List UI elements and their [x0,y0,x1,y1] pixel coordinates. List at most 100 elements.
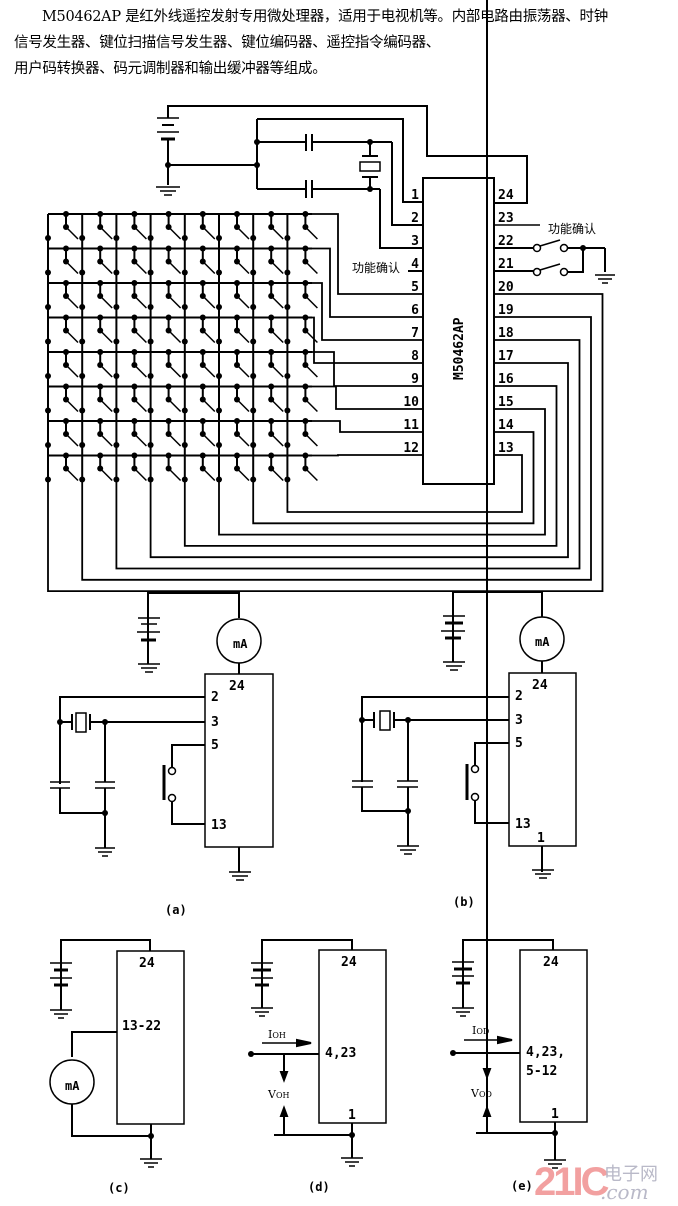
caption-b: (b) [453,895,475,909]
pin-label-e-24: 24 [543,955,559,970]
meter-label-b: mA [535,635,550,649]
key-switch-icon [79,211,113,241]
key-switch-icon [79,383,113,414]
pin-label-23: 23 [498,211,514,226]
key-switch-icon [45,211,79,241]
pin-label-24: 24 [498,188,514,203]
pin-label-1: 1 [411,188,419,203]
test-circuit-b [352,591,577,879]
key-matrix [45,211,318,483]
pin-label-9: 9 [411,372,419,387]
key-switch-icon [147,314,182,345]
pin-label-c-24: 24 [139,956,155,971]
test-circuit-d [248,939,387,1167]
row-to-pin-wire [312,247,423,318]
key-switch-icon [181,211,216,241]
pin-label-16: 16 [498,372,514,387]
crystal-icon [359,142,381,189]
row-to-pin-wire [312,213,423,295]
pin-label-d-4-23: 4,23 [325,1046,356,1061]
row-to-pin-wire [312,385,423,410]
key-switch-icon [250,383,284,414]
key-switch-icon [147,418,182,448]
key-switch-icon [79,349,113,379]
pin-label-a-3: 3 [211,715,219,730]
key-switch-icon [147,280,182,310]
row-to-pin-wire [312,316,423,364]
pin-to-column-wire [47,293,604,592]
pin-label-17: 17 [498,349,514,364]
caption-c: (c) [108,1181,130,1195]
pin-to-column-wire [252,431,535,525]
function-confirm-label-left: 功能确认 [352,261,400,275]
pin-label-15: 15 [498,395,514,410]
key-switch-icon [216,245,250,276]
key-switch-icon [284,245,318,276]
key-switch-icon [181,314,216,345]
pin-label-6: 6 [411,303,419,318]
key-switch-icon [216,314,250,345]
key-switch-icon [216,383,250,414]
pin-label-12: 12 [403,441,419,456]
pin-label-4: 4 [411,257,419,272]
pin-label-8: 8 [411,349,419,364]
key-switch-icon [147,383,182,414]
key-switch-icon [284,452,318,483]
pin-label-3: 3 [411,234,419,249]
key-switch-icon [284,349,318,379]
pin-label-7: 7 [411,326,419,341]
battery-icon [157,107,179,185]
key-switch-icon [79,452,113,483]
key-switch-icon [45,349,79,379]
pin-label-10: 10 [403,395,419,410]
pin-label-d-1: 1 [348,1108,356,1123]
key-switch-icon [216,211,250,241]
test-circuit-c [49,939,185,1168]
key-switch-icon [284,314,318,345]
pin-label-18: 18 [498,326,514,341]
key-switch-icon [113,245,147,276]
key-switch-icon [250,211,284,241]
row-to-pin-wire [312,454,423,457]
key-switch-icon [79,280,113,310]
pin-label-b-2: 2 [515,689,523,704]
key-switch-icon [284,211,318,241]
pin-label-a-13: 13 [211,818,227,833]
key-switch-icon [216,280,250,310]
key-switch-icon [79,418,113,448]
current-label-d: IOH [268,1028,286,1041]
pin-to-column-wire [149,362,569,559]
pin-label-20: 20 [498,280,514,295]
pin-label-a-2: 2 [211,690,219,705]
key-switch-icon [147,245,182,276]
pin-to-column-wire [183,385,558,547]
key-switch-icon [45,418,79,448]
intro-line-2: 信号发生器、键位扫描信号发生器、键位编码器、遥控指令编码器、 [14,35,440,51]
key-switch-icon [216,349,250,379]
intro-line-1: M50462AP 是红外线遥控发射专用微处理器，适用于电视机等。内部电路由振荡器… [42,9,608,25]
intro-paragraph: M50462AP 是红外线遥控发射专用微处理器，适用于电视机等。内部电路由振荡器… [14,4,674,82]
function-confirm-label-right: 功能确认 [548,222,596,236]
pin-label-d-24: 24 [341,955,357,970]
row-to-pin-wire [312,351,423,387]
key-switch-icon [79,245,113,276]
pin-label-b-13: 13 [515,817,531,832]
caption-a: (a) [165,903,187,917]
key-switch-icon [113,383,147,414]
pin-to-column-wire [81,316,592,581]
key-switch-icon [113,349,147,379]
key-switch-icon [45,280,79,310]
watermark-logo: 21IC [534,1160,609,1204]
pin-label-c-13-22: 13-22 [122,1019,161,1034]
row-to-pin-wire [312,420,423,433]
key-switch-icon [113,280,147,310]
current-label-e: IOD [472,1024,489,1037]
key-switch-icon [147,452,182,483]
pin-label-e-4-23: 4,23, [526,1045,565,1060]
pin-to-column-wire [286,454,523,513]
voltage-label-e: VOD [470,1087,492,1100]
key-switch-icon [181,349,216,379]
key-switch-icon [216,418,250,448]
